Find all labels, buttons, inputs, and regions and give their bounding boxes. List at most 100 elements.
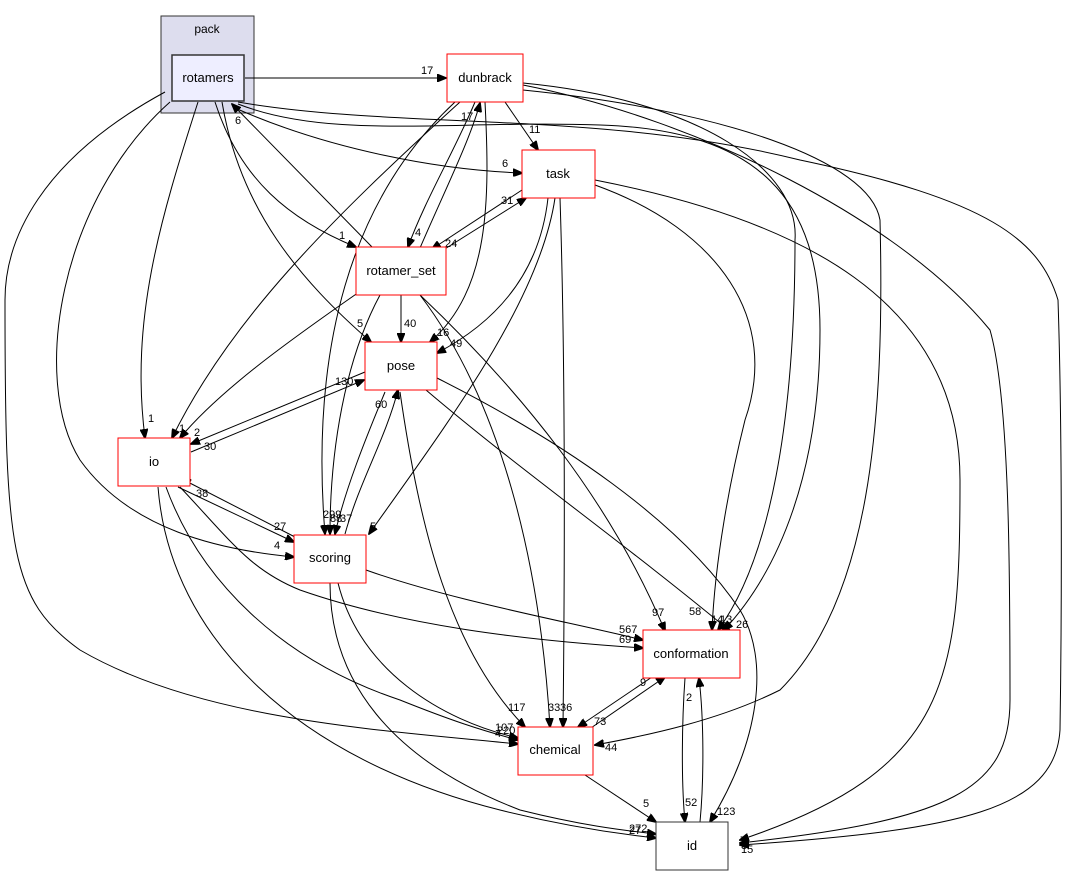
edge-pose-conformation[interactable]: 26 (425, 389, 748, 631)
node-label: id (687, 838, 697, 853)
edge-io-scoring[interactable]: 27 (177, 486, 294, 542)
edge-pose-id[interactable]: 123 (436, 377, 758, 822)
edge-label: 97 (652, 607, 664, 619)
edge-io-pose[interactable]: 130 (190, 376, 364, 453)
edge-label: 15 (741, 844, 753, 856)
node-label: chemical (529, 742, 580, 757)
node-io[interactable]: io (117, 437, 191, 487)
node-pose[interactable]: pose (364, 341, 438, 391)
edge-label: 33 (548, 702, 560, 714)
edge-label: 4 (274, 540, 280, 552)
edge-rotamer_set-chemical[interactable]: 33 (419, 294, 560, 727)
edge-rotamer_set-conformation[interactable]: 97 (419, 294, 665, 631)
edge-label: 27 (629, 825, 641, 837)
edge-label: 1 (339, 230, 345, 242)
edge-rotamers-chemical[interactable]: 4 (4, 91, 518, 744)
edge-dunbrack-id[interactable]: 3 (522, 84, 1011, 852)
node-dunbrack[interactable]: dunbrack (446, 53, 524, 103)
edge-scoring-conformation[interactable]: 567 (365, 569, 643, 640)
edge-label: 272 (629, 823, 647, 835)
edge-rotamer_set-pose[interactable]: 40 (401, 295, 416, 342)
edge-pose-scoring[interactable]: 37 (335, 391, 386, 534)
edge-task-conformation[interactable]: 58 (594, 184, 756, 630)
edges: 17 11 6 6 17 4 31 (4, 65, 1062, 856)
edge-rotamers-io[interactable]: 1 (141, 101, 199, 438)
edge-dunbrack-scoring[interactable]: 299 (322, 101, 456, 534)
edge-label: 6 (502, 158, 508, 170)
node-chemical[interactable]: chemical (517, 726, 594, 776)
edge-io-id[interactable]: 27 (157, 486, 656, 838)
edge-scoring-chemical[interactable]: 220 (337, 582, 518, 738)
edge-label: 1 (148, 413, 154, 425)
edge-conformation-chemical[interactable]: 73 (578, 674, 656, 728)
edge-label: 69 (619, 634, 631, 646)
edge-label: 5 (643, 798, 649, 810)
edge-rotamer_set-rotamers[interactable]: 6 (232, 104, 374, 249)
edge-rotamers-dunbrack[interactable]: 17 (245, 65, 446, 78)
edge-rotamers-id[interactable]: 15 (237, 101, 1062, 856)
node-conformation[interactable]: conformation (642, 629, 741, 679)
edge-rotamer_set-scoring[interactable]: 88 (330, 294, 381, 534)
edge-id-conformation[interactable]: 2 (686, 678, 703, 823)
edge-label: 2 (194, 427, 200, 439)
edge-label: 4 (495, 728, 501, 740)
node-label: conformation (653, 646, 728, 661)
edge-label: 6 (235, 115, 241, 127)
node-label: rotamers (182, 70, 234, 85)
edge-label: 40 (404, 318, 416, 330)
edge-label: 27 (274, 521, 286, 533)
edge-label: 117 (508, 702, 526, 714)
edge-label: 567 (619, 624, 637, 636)
node-id[interactable]: id (655, 821, 729, 871)
edge-conformation-id[interactable]: 52 (682, 677, 697, 822)
edge-task-scoring[interactable]: 5 (369, 197, 556, 534)
edge-label: 58 (689, 606, 701, 618)
edge-label: 24 (445, 238, 457, 250)
edge-label: 26 (736, 619, 748, 631)
node-rotamers[interactable]: rotamers (171, 54, 245, 102)
edge-rotamers-rotamer_set[interactable]: 1 (214, 101, 356, 247)
edge-label: 49 (450, 338, 462, 350)
edge-label: 5 (357, 318, 363, 330)
edge-task-rotamer_set[interactable]: 24 (432, 189, 523, 250)
node-label: pose (387, 358, 415, 373)
node-label: rotamer_set (366, 263, 436, 278)
edge-label: 130 (335, 376, 353, 388)
node-rotamer_set[interactable]: rotamer_set (355, 246, 447, 296)
edge-task-pose[interactable]: 49 (437, 197, 549, 353)
node-task[interactable]: task (521, 149, 596, 199)
edge-label: 37 (340, 513, 352, 525)
edge-label: 17 (421, 65, 433, 77)
edge-rotamer_set-io[interactable]: 2 (180, 289, 363, 439)
cluster-pack-title: pack (194, 22, 220, 36)
edge-scoring-pose[interactable]: 60 (344, 390, 398, 535)
edge-label: 4 (415, 227, 421, 239)
edge-chemical-id[interactable]: 5 (584, 774, 656, 822)
edge-rotamers-scoring[interactable]: 4 (56, 101, 294, 557)
edge-label: 107 (495, 722, 513, 734)
edge-dunbrack-rotamer_set[interactable]: 4 (408, 101, 476, 247)
edge-dunbrack-pose[interactable]: 16 (430, 101, 488, 342)
edge-label: 2 (686, 692, 692, 704)
node-label: dunbrack (458, 70, 512, 85)
node-scoring[interactable]: scoring (293, 534, 367, 584)
edge-label: 220 (497, 725, 515, 737)
edge-label: 73 (594, 716, 606, 728)
edge-label: 16 (437, 327, 449, 339)
nodes: rotamers dunbrack task rotamer_set pose … (117, 53, 741, 871)
edge-io-conformation[interactable]: 69 (179, 486, 643, 648)
edge-scoring-id[interactable]: 272 (329, 582, 656, 835)
edge-task-chemical[interactable]: 36 (560, 197, 572, 727)
edge-rotamers-pose[interactable]: 5 (221, 101, 371, 342)
edge-dunbrack-task[interactable]: 11 (504, 101, 540, 150)
edge-rotamers-task[interactable]: 6 (234, 107, 522, 173)
edge-pose-io[interactable]: 30 (191, 371, 366, 453)
edge-label: 11 (529, 124, 540, 136)
edge-dunbrack-chemical[interactable]: 44 (522, 89, 882, 754)
edge-label: 44 (605, 742, 617, 754)
node-label: task (546, 166, 570, 181)
edge-label: 52 (685, 797, 697, 809)
node-label: scoring (309, 550, 351, 565)
edge-pose-chemical[interactable]: 117 (399, 391, 526, 727)
